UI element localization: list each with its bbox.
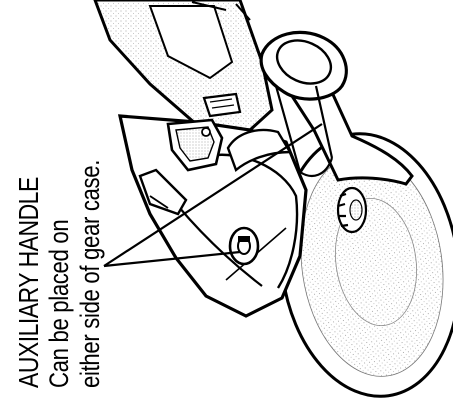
callout-leaders [103, 123, 323, 268]
spindle-flange [336, 186, 368, 234]
auxiliary-handle-mount [228, 226, 260, 266]
housing-vents [202, 92, 242, 118]
clamp-bracket [138, 118, 224, 216]
motor-housing [93, 0, 274, 132]
wheel-guard [226, 30, 414, 186]
